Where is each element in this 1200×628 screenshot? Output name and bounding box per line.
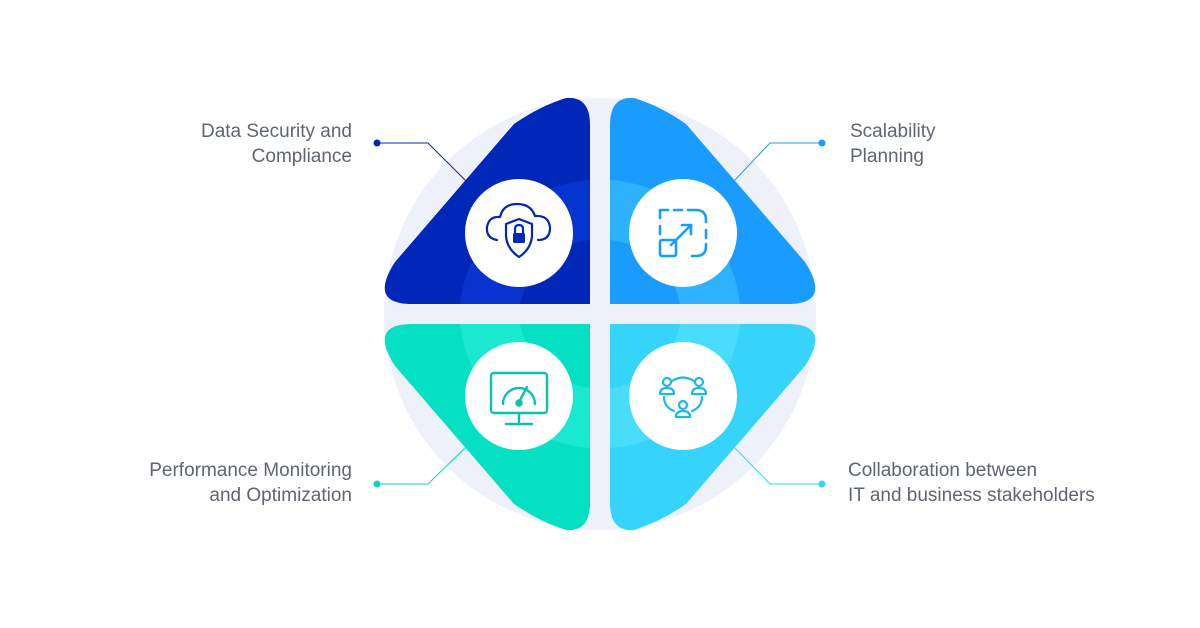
label-line: Scalability <box>850 121 936 142</box>
connector-data-security <box>373 139 468 183</box>
connector-line <box>377 445 468 485</box>
connector-scalability <box>732 139 826 183</box>
label-performance: Performance Monitoring and Optimization <box>149 458 352 508</box>
label-line: IT and business stakeholders <box>848 485 1095 506</box>
label-line: Planning <box>850 146 924 167</box>
label-collaboration: Collaboration between IT and business st… <box>848 458 1095 508</box>
resize-arrow-icon <box>658 208 708 258</box>
icon-badge-collaboration <box>629 342 737 450</box>
icon-badge-data-security <box>465 179 573 287</box>
connector-line <box>377 142 468 183</box>
label-line: Data Security and <box>200 121 352 142</box>
connector-collaboration <box>732 445 826 488</box>
label-line: Compliance <box>251 146 352 167</box>
icon-badge-performance <box>465 342 573 450</box>
icon-badge-scalability <box>629 179 737 287</box>
people-network-icon <box>658 376 708 419</box>
icon-circle <box>465 342 573 450</box>
connector-performance <box>373 445 468 488</box>
label-line: Performance Monitoring <box>149 460 352 481</box>
icon-circle <box>629 342 737 450</box>
label-data-security: Data Security and Compliance <box>201 119 352 169</box>
label-line: and Optimization <box>209 485 352 506</box>
connector-line <box>732 142 822 183</box>
label-line: Collaboration between <box>848 460 1038 481</box>
label-scalability: Scalability Planning <box>850 119 936 169</box>
monitor-gauge-icon <box>489 371 549 426</box>
cloud-shield-lock-icon <box>485 202 552 259</box>
connector-line <box>732 445 822 485</box>
